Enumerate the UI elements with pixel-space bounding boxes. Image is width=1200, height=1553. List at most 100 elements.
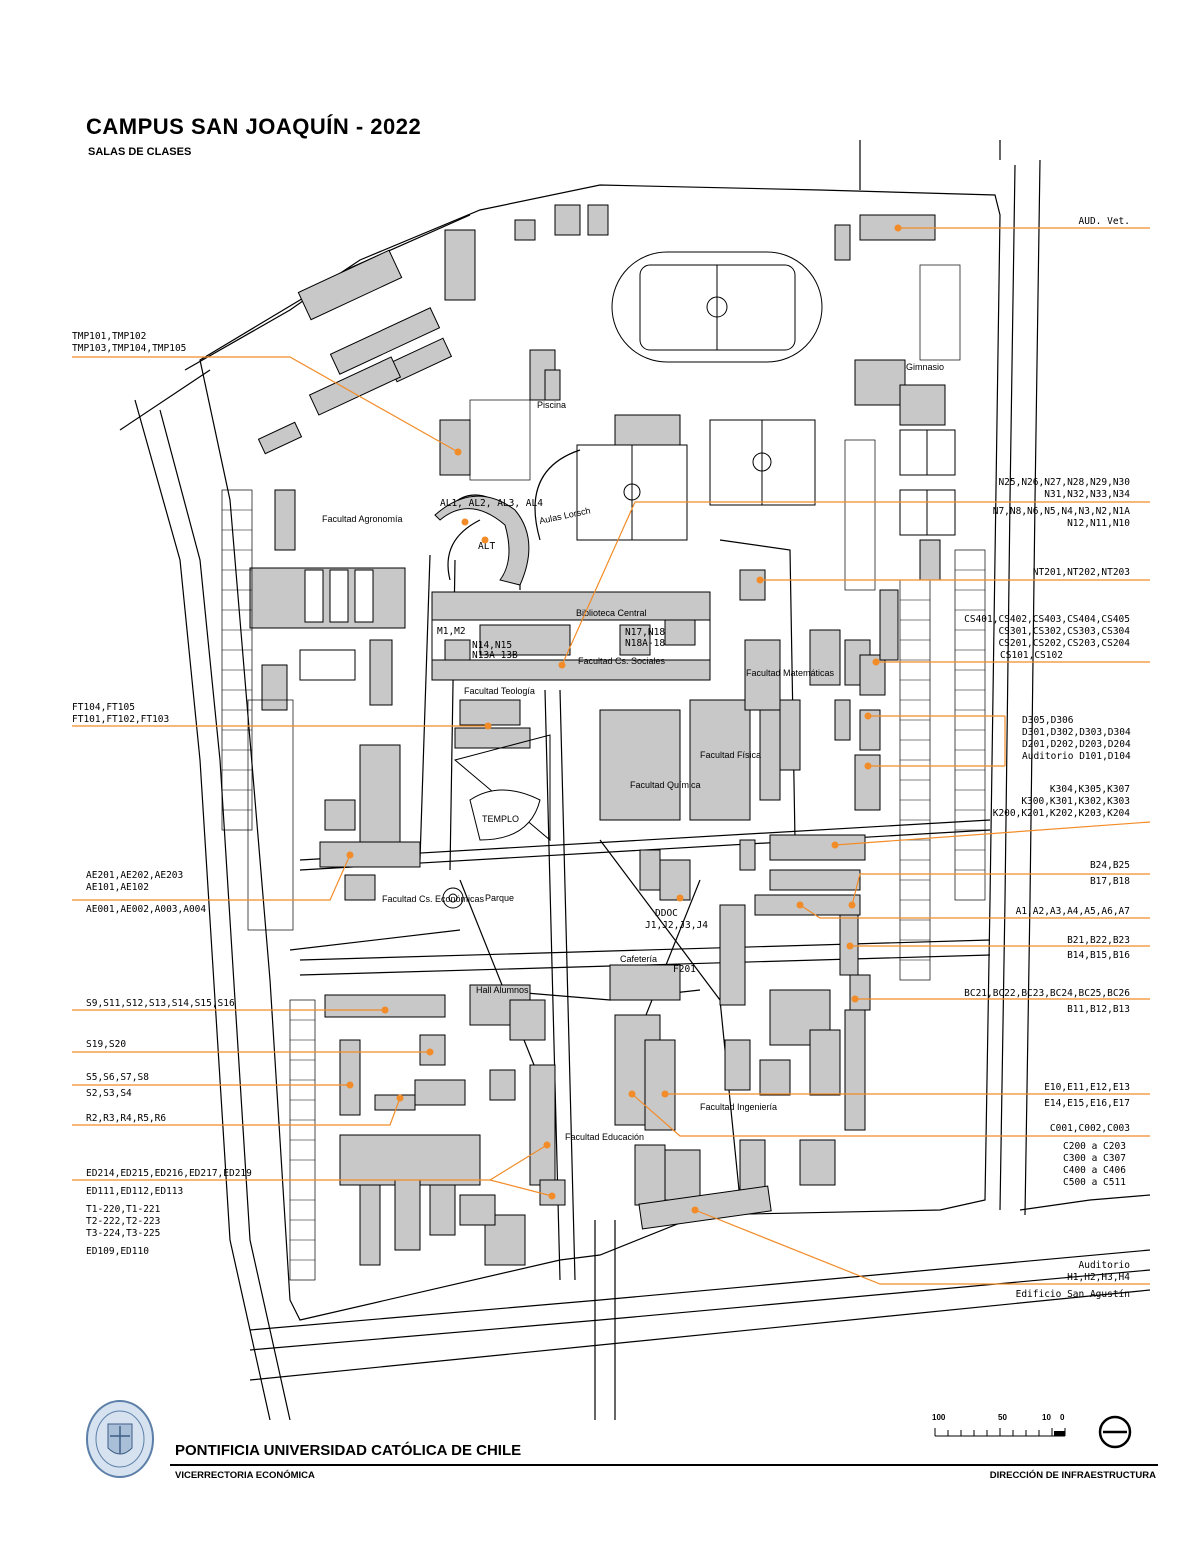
label-b-2: B17,B18 [1090, 876, 1130, 887]
marker-bc[interactable] [851, 995, 859, 1003]
label-bc-1: BC21,BC22,BC23,BC24,BC25,BC26 [964, 988, 1130, 999]
marker-ed-2[interactable] [548, 1192, 556, 1200]
label-tmp-1: TMP101,TMP102 [72, 331, 146, 342]
mlabel-f201: F201 [673, 964, 696, 975]
label-h-1: Auditorio [1079, 1260, 1131, 1271]
leader-b1 [851, 873, 1150, 906]
marker-c[interactable] [628, 1090, 636, 1098]
marker-ed[interactable] [543, 1141, 551, 1149]
map-subtitle: SALAS DE CLASES [88, 146, 192, 158]
marker-b1[interactable] [848, 901, 856, 909]
label-cs-2: CS301,CS302,CS303,CS304 [998, 626, 1130, 637]
label-t-3: T3-224,T3-225 [86, 1228, 160, 1239]
label-ed-2: ED111,ED112,ED113 [86, 1186, 183, 1197]
label-s-2: S19,S20 [86, 1039, 126, 1050]
marker-j[interactable] [676, 894, 684, 902]
bname-educacion: Facultad Educación [565, 1132, 644, 1142]
leader-ed-2 [489, 1179, 553, 1197]
marker-b3[interactable] [846, 942, 854, 950]
marker-s3[interactable] [346, 1081, 354, 1089]
label-t-2: T2-222,T2-223 [86, 1216, 160, 1227]
marker-tmp[interactable] [454, 448, 462, 456]
marker-n[interactable] [558, 661, 566, 669]
leader-a [799, 904, 1150, 919]
label-e-2: E14,E15,E16,E17 [1044, 1098, 1130, 1109]
label-k-1: K304,K305,K307 [1050, 784, 1130, 795]
label-ed-1: ED214,ED215,ED216,ED217,ED219 [86, 1168, 252, 1179]
mlabel-ddoc: DDOC [655, 908, 678, 919]
bname-fisica: Facultad Física [700, 750, 761, 760]
bname-gimnasio: Gimnasio [906, 362, 944, 372]
parking-stripes [222, 509, 985, 1261]
leader-ae [72, 854, 351, 901]
bname-quimica: Facultad Química [630, 780, 701, 790]
label-d-4: Auditorio D101,D104 [1022, 751, 1131, 762]
leader-h [694, 1209, 1150, 1285]
mlabel-j: J1,J2,J3,J4 [645, 920, 708, 931]
label-e-1: E10,E11,E12,E13 [1044, 1082, 1130, 1093]
marker-a[interactable] [796, 901, 804, 909]
leader-r [72, 1097, 401, 1126]
bname-agronomia: Facultad Agronomía [322, 514, 403, 524]
marker-ft[interactable] [484, 722, 492, 730]
bname-ingenieria: Facultad Ingeniería [700, 1102, 777, 1112]
bname-sociales: Facultad Cs. Sociales [578, 656, 666, 666]
scale-label-50: 50 [998, 1413, 1007, 1422]
mlabel-n14: N14,N15 [472, 640, 512, 651]
label-cs-1: CS401,CS402,CS403,CS404,CS405 [964, 614, 1130, 625]
label-nt: NT201,NT202,NT203 [1033, 567, 1130, 578]
templo-structure [442, 734, 551, 909]
leader-tmp [72, 356, 459, 453]
label-b-3: B21,B22,B23 [1067, 935, 1130, 946]
label-h-2: H1,H2,H3,H4 [1067, 1272, 1130, 1283]
marker-nt[interactable] [756, 576, 764, 584]
label-t-1: T1-220,T1-221 [86, 1204, 161, 1215]
scale-label-10: 10 [1042, 1413, 1051, 1422]
footer-divider [170, 1464, 1158, 1466]
label-k-3: K200,K201,K202,K203,K204 [993, 808, 1131, 819]
label-c-2: C200 a C203 [1063, 1141, 1126, 1152]
label-d-1: D305,D306 [1022, 715, 1074, 726]
marker-cs[interactable] [872, 658, 880, 666]
label-n-1: N25,N26,N27,N28,N29,N30 [998, 477, 1130, 488]
vicerrectoria-label: VICERRECTORIA ECONÓMICA [175, 1470, 315, 1481]
bname-matematicas: Facultad Matemáticas [746, 668, 835, 678]
marker-aud-vet[interactable] [894, 224, 902, 232]
marker-h[interactable] [691, 1206, 699, 1214]
marker-d1[interactable] [864, 712, 872, 720]
label-ae-1: AE201,AE202,AE203 [86, 870, 183, 881]
label-c-3: C300 a C307 [1063, 1153, 1126, 1164]
scale-label-100: 100 [932, 1413, 946, 1422]
map-title: CAMPUS SAN JOAQUÍN - 2022 [86, 114, 422, 139]
label-tmp-2: TMP103,TMP104,TMP105 [72, 343, 186, 354]
label-ae-2: AE101,AE102 [86, 882, 149, 893]
label-ft-2: FT101,FT102,FT103 [72, 714, 169, 725]
label-cs-3: CS201,CS202,CS203,CS204 [998, 638, 1130, 649]
mlabel-n18: N18A-18 [625, 638, 665, 649]
label-n-4: N12,N11,N10 [1067, 518, 1130, 529]
leader-n [561, 501, 1150, 666]
marker-ae[interactable] [346, 851, 354, 859]
marker-r[interactable] [396, 1094, 404, 1102]
label-s-4: S2,S3,S4 [86, 1088, 132, 1099]
marker-s2[interactable] [426, 1048, 434, 1056]
marker-al[interactable] [461, 518, 469, 526]
direccion-label: DIRECCIÓN DE INFRAESTRUCTURA [989, 1470, 1156, 1481]
marker-k[interactable] [831, 841, 839, 849]
label-ft-1: FT104,FT105 [72, 702, 135, 713]
marker-d2[interactable] [864, 762, 872, 770]
label-c-4: C400 a C406 [1063, 1165, 1126, 1176]
marker-alt[interactable] [481, 536, 489, 544]
marker-s1[interactable] [381, 1006, 389, 1014]
campus-buildings [249, 204, 946, 1266]
label-cs-4: CS101,CS102 [1000, 650, 1063, 661]
bname-parque: Parque [485, 893, 514, 903]
university-name: PONTIFICIA UNIVERSIDAD CATÓLICA DE CHILE [175, 1442, 522, 1459]
bname-hall: Hall Alumnos [476, 985, 529, 995]
scale-bar: 100 50 10 0 [932, 1413, 1066, 1437]
mlabel-alt: ALT [478, 541, 495, 552]
marker-e[interactable] [661, 1090, 669, 1098]
label-s-1: S9,S11,S12,S13,S14,S15,S16 [86, 998, 235, 1009]
room-markers [346, 224, 902, 1214]
mlabel-m12: M1,M2 [437, 626, 466, 637]
